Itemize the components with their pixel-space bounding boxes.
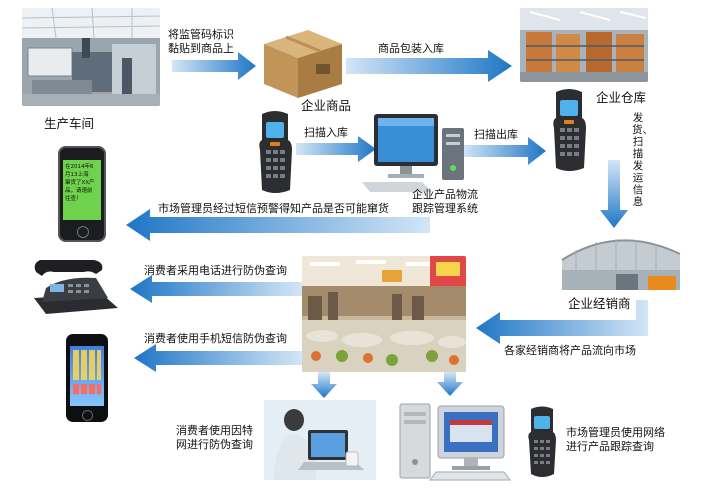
market-image bbox=[302, 256, 466, 372]
admin-desktop-image bbox=[399, 403, 511, 481]
product-label: 企业商品 bbox=[301, 98, 352, 113]
sms-query-label: 消费者使用手机短信防伪查询 bbox=[144, 332, 287, 345]
flow-to-market-label: 各家经销商将产品流向市场 bbox=[504, 344, 636, 357]
arrow-factory-to-product bbox=[172, 52, 256, 80]
phone-screen-line4: 品，请速前 bbox=[65, 188, 93, 194]
smartphone-image bbox=[66, 334, 108, 422]
distributor-label: 企业经销商 bbox=[568, 296, 631, 311]
landline-phone-image bbox=[34, 260, 118, 314]
admin-track-label-line1: 市场管理员使用网络 bbox=[566, 426, 665, 439]
label-tag-line2: 黏贴到商品上 bbox=[168, 42, 234, 55]
internet-query-label-line2: 网进行防伪查询 bbox=[176, 438, 253, 451]
pack-in-label: 商品包装入库 bbox=[378, 42, 444, 55]
handheld-scanner-2-image bbox=[553, 89, 586, 171]
smartphone-screen bbox=[70, 346, 104, 406]
warehouse-label: 企业仓库 bbox=[596, 90, 647, 105]
phone-screen-line3: 窜货了XX产 bbox=[65, 180, 95, 186]
arrow-ship-down bbox=[600, 160, 628, 228]
factory-image bbox=[22, 8, 160, 106]
arrow-phone-query bbox=[130, 275, 302, 303]
phone-query-label: 消费者采用电话进行防伪查询 bbox=[144, 264, 287, 277]
scan-in-label: 扫描入库 bbox=[304, 126, 348, 139]
handheld-scanner-3-image bbox=[528, 406, 556, 477]
ship-scan-label: 发货、扫描发运信息 bbox=[632, 112, 653, 208]
tracking-system-label-line2: 跟踪管理系统 bbox=[412, 202, 478, 215]
home-button-icon bbox=[77, 226, 89, 238]
arrow-scan-in bbox=[296, 136, 376, 162]
arrow-to-internet bbox=[311, 372, 337, 398]
distributor-building-image bbox=[561, 239, 681, 290]
phone-screen-line2: 月13上海 bbox=[65, 172, 89, 178]
tracking-system-label-line1: 企业产品物流 bbox=[412, 188, 478, 201]
arrow-to-admin bbox=[437, 372, 463, 396]
handheld-scanner-image bbox=[259, 111, 292, 193]
phone-screen: 在2014年6 月13上海 窜货了XX产 品，请速前 往查！ bbox=[63, 160, 101, 220]
internet-query-label-line1: 消费者使用因特 bbox=[176, 424, 253, 437]
arrow-product-to-warehouse bbox=[346, 50, 512, 82]
arrow-flow-to-market bbox=[476, 300, 648, 344]
sms-warning-label: 市场管理员经过短信预警得知产品是否可能窜货 bbox=[158, 202, 389, 215]
laptop-user-image bbox=[264, 400, 376, 480]
warehouse-image bbox=[520, 8, 648, 82]
product-box-image bbox=[264, 30, 342, 98]
scan-out-label: 扫描出库 bbox=[474, 128, 518, 141]
factory-label: 生产车间 bbox=[44, 116, 95, 131]
tracking-computer-image bbox=[362, 114, 464, 192]
smartphone-home-button-icon bbox=[82, 410, 93, 421]
arrow-sms-query bbox=[134, 344, 302, 372]
phone-screen-line1: 在2014年6 bbox=[65, 164, 94, 170]
label-tag-line1: 将监管码标识 bbox=[168, 28, 234, 41]
arrow-scan-out bbox=[462, 137, 546, 165]
mobile-phone-warning: 在2014年6 月13上海 窜货了XX产 品，请速前 往查！ bbox=[58, 146, 106, 242]
arrow-sms-warning bbox=[126, 209, 430, 241]
phone-screen-line5: 往查！ bbox=[65, 196, 82, 202]
admin-track-label-line2: 进行产品跟踪查询 bbox=[566, 440, 654, 453]
